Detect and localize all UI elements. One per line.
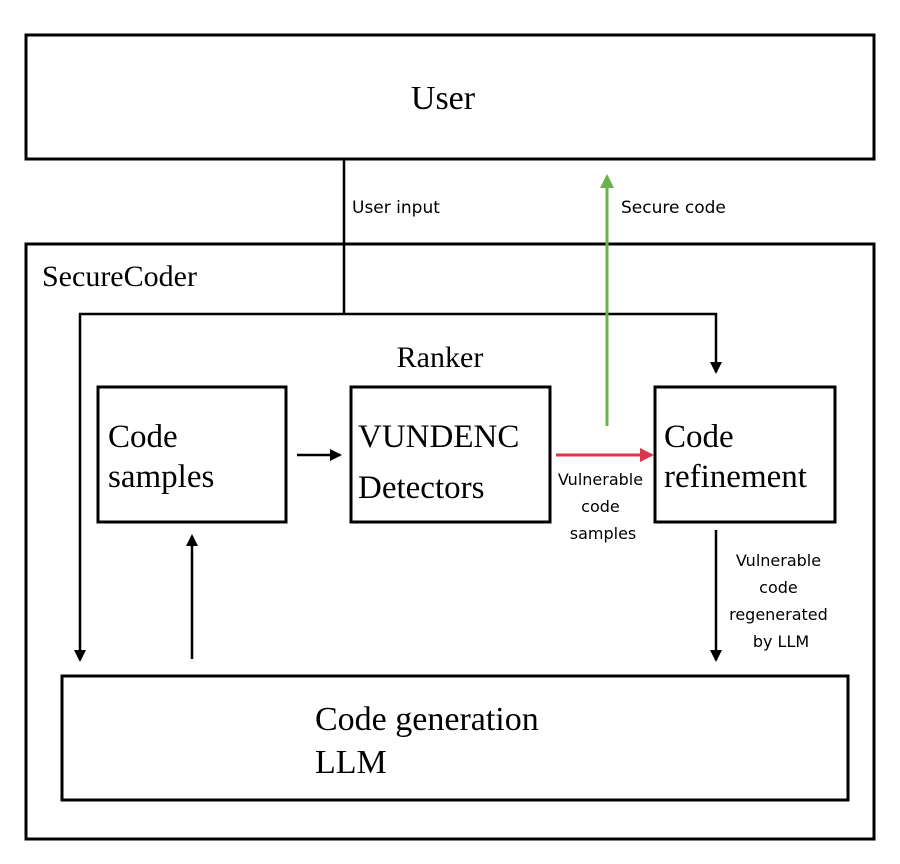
code-samples-line1: Code — [108, 419, 178, 455]
securecoder-container: SecureCoder — [24, 242, 876, 841]
secure-code-label: Secure code — [621, 198, 726, 218]
ranker-label: Ranker — [397, 341, 484, 374]
code-samples-line2: samples — [108, 459, 214, 495]
user-input-flow: User input — [74, 159, 722, 662]
vulnerable-samples-flow: Vulnerable code samples — [556, 448, 654, 543]
detectors-line2: Detectors — [358, 470, 484, 506]
vulnerable-samples-line3: samples — [570, 524, 637, 543]
regenerated-line4: by LLM — [753, 632, 809, 651]
code-generation-box: Code generation LLM — [60, 674, 850, 802]
detectors-line1: VUNDENC — [358, 419, 519, 455]
code-refinement-box: Code refinement — [653, 385, 837, 524]
regenerated-label: Vulnerable code regenerated by LLM — [729, 551, 833, 651]
arrow-to-refinement — [344, 312, 722, 374]
vulnerable-samples-line2: code — [581, 497, 620, 516]
secure-code-flow: Secure code — [600, 174, 726, 426]
refinement-line2: refinement — [664, 459, 807, 495]
generation-line2: LLM — [315, 744, 387, 781]
regenerated-line2: code — [759, 578, 798, 597]
user-box: User — [24, 33, 876, 161]
vulnerable-samples-label: Vulnerable code samples — [558, 470, 648, 543]
regenerated-line1: Vulnerable — [736, 551, 821, 570]
regenerated-flow: Vulnerable code regenerated by LLM — [710, 530, 833, 662]
user-input-label: User input — [352, 198, 440, 218]
securecoder-label: SecureCoder — [42, 260, 197, 293]
vulnerable-samples-line1: Vulnerable — [558, 470, 643, 489]
arrow-to-generation — [74, 312, 344, 662]
generation-line1: Code generation — [315, 701, 539, 738]
code-samples-box: Code samples — [96, 385, 288, 524]
regenerated-line3: regenerated — [729, 605, 828, 624]
user-label: User — [411, 80, 476, 117]
refinement-line1: Code — [664, 419, 734, 455]
detectors-box: VUNDENC Detectors — [349, 385, 552, 524]
